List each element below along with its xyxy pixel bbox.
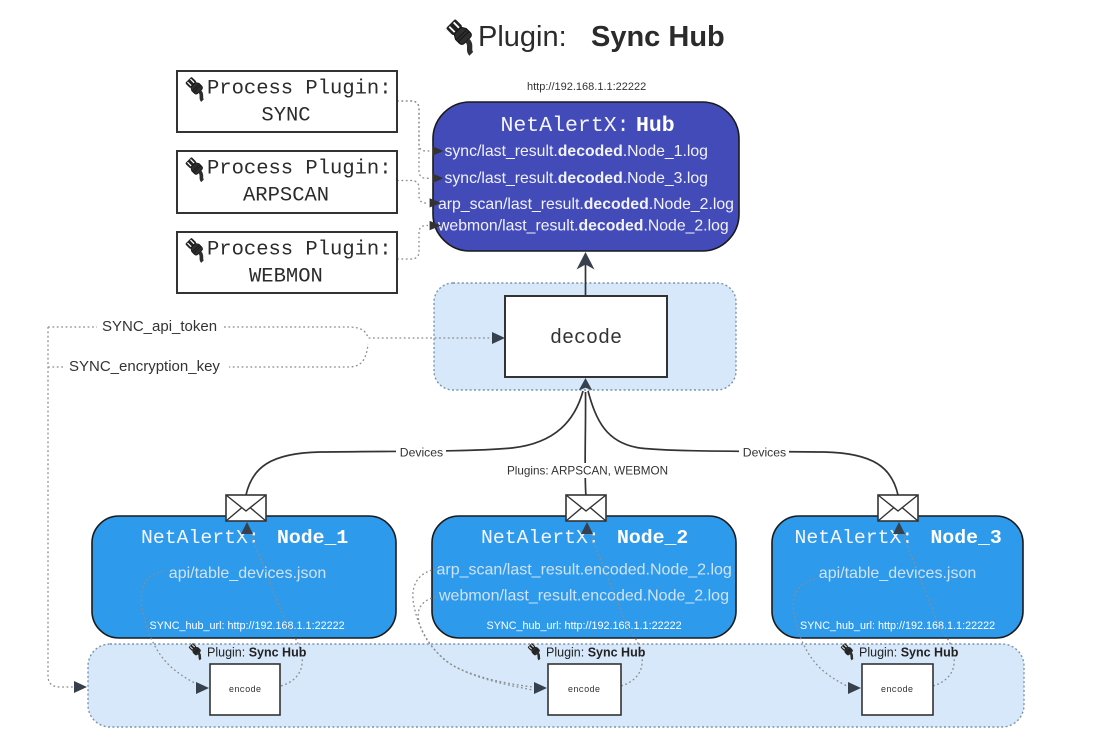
svg-text:NetAlertX:Node_2: NetAlertX:Node_2 <box>481 527 688 549</box>
svg-text:SYNC_hub_url: http://192.168.1: SYNC_hub_url: http://192.168.1.1:22222 <box>150 620 345 632</box>
svg-text:NetAlertX:Node_3: NetAlertX:Node_3 <box>795 527 1002 549</box>
svg-text:sync/last_result.decoded.Node_: sync/last_result.decoded.Node_1.log <box>445 143 708 160</box>
svg-text:encode: encode <box>229 685 261 695</box>
svg-text:Plugin:Sync Hub: Plugin:Sync Hub <box>478 21 725 53</box>
svg-text:encode: encode <box>568 685 600 695</box>
svg-text:Process Plugin:: Process Plugin: <box>207 78 392 101</box>
svg-text:Devices: Devices <box>400 446 443 460</box>
svg-text:Plugin: Sync Hub: Plugin: Sync Hub <box>207 646 307 660</box>
svg-text:webmon/last_result.decoded.Nod: webmon/last_result.decoded.Node_2.log <box>437 218 729 235</box>
svg-text:WEBMON: WEBMON <box>249 266 323 289</box>
svg-text:Plugin: Sync Hub: Plugin: Sync Hub <box>859 646 959 660</box>
svg-text:Devices: Devices <box>743 446 786 460</box>
svg-text:Process Plugin:: Process Plugin: <box>207 239 392 262</box>
svg-text:Process Plugin:: Process Plugin: <box>207 158 392 181</box>
svg-text:ARPSCAN: ARPSCAN <box>243 185 329 208</box>
svg-text:decode: decode <box>550 327 622 350</box>
svg-text:arp_scan/last_result.encoded.N: arp_scan/last_result.encoded.Node_2.log <box>437 562 732 579</box>
svg-text:Plugin: Sync Hub: Plugin: Sync Hub <box>546 646 646 660</box>
svg-text:api/table_devices.json: api/table_devices.json <box>819 565 976 582</box>
svg-text:http://192.168.1.1:22222: http://192.168.1.1:22222 <box>527 81 646 93</box>
svg-text:Plugins: ARPSCAN, WEBMON: Plugins: ARPSCAN, WEBMON <box>507 465 668 478</box>
svg-text:encode: encode <box>881 685 913 695</box>
svg-text:api/table_devices.json: api/table_devices.json <box>169 565 326 582</box>
svg-text:NetAlertX:Node_1: NetAlertX:Node_1 <box>141 527 348 549</box>
svg-text:sync/last_result.decoded.Node_: sync/last_result.decoded.Node_3.log <box>445 170 708 187</box>
svg-text:SYNC_api_token: SYNC_api_token <box>102 318 217 335</box>
svg-text:SYNC: SYNC <box>261 105 310 128</box>
svg-text:SYNC_hub_url: http://192.168.1: SYNC_hub_url: http://192.168.1.1:22222 <box>800 620 995 632</box>
svg-text:webmon/last_result.encoded.Nod: webmon/last_result.encoded.Node_2.log <box>438 588 729 605</box>
svg-text:arp_scan/last_result.decoded.N: arp_scan/last_result.decoded.Node_2.log <box>438 196 734 213</box>
svg-text:SYNC_encryption_key: SYNC_encryption_key <box>69 358 220 375</box>
svg-text:SYNC_hub_url: http://192.168.1: SYNC_hub_url: http://192.168.1.1:22222 <box>487 620 682 632</box>
svg-text:NetAlertX:Hub: NetAlertX:Hub <box>501 114 675 138</box>
